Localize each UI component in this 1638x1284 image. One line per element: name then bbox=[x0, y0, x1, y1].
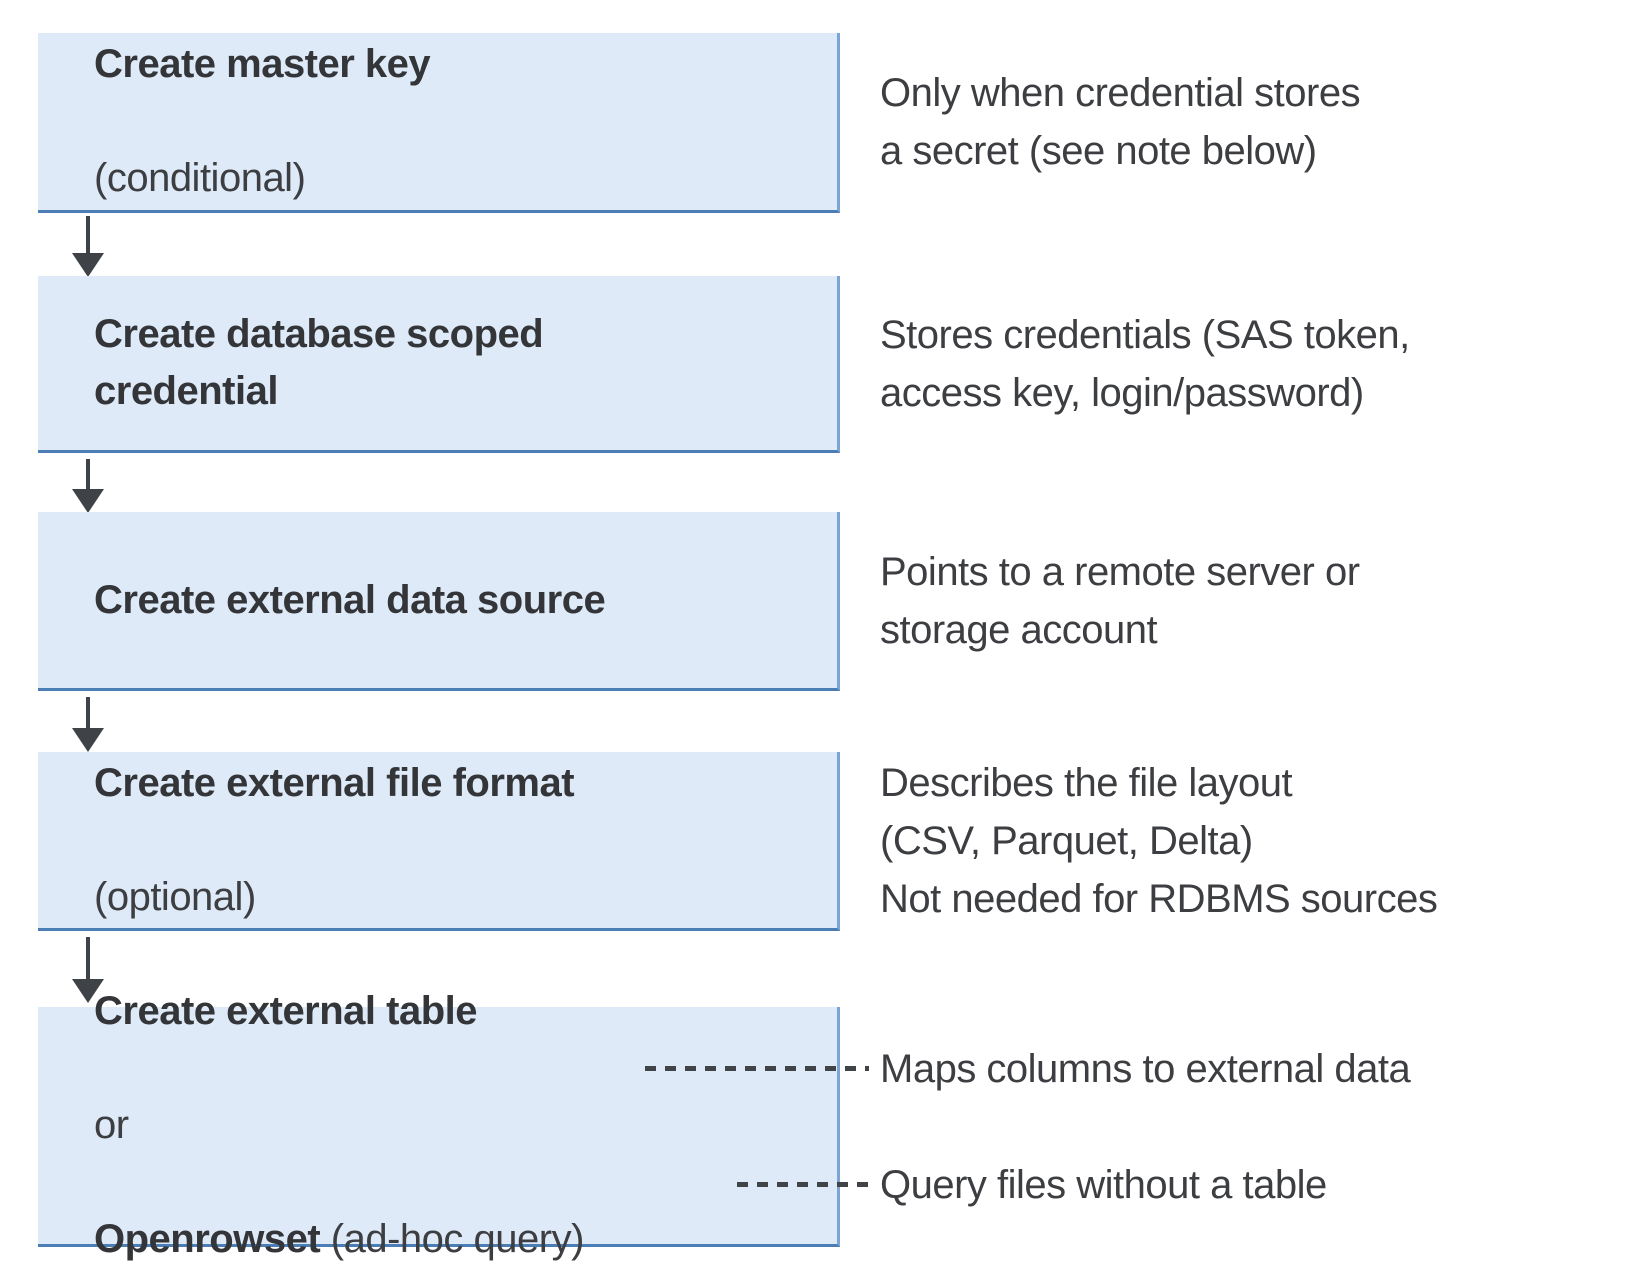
annotation-file-format: Describes the file layout (CSV, Parquet,… bbox=[880, 761, 1438, 921]
down-arrow-connector-4 bbox=[72, 937, 104, 1003]
down-arrow-connector-1 bbox=[72, 216, 104, 277]
box-title: Create master key bbox=[94, 42, 431, 86]
box-subtitle: (conditional) bbox=[94, 156, 306, 200]
annotation-credential: Stores credentials (SAS token, access ke… bbox=[880, 313, 1410, 415]
down-arrow-connector-3 bbox=[72, 697, 104, 752]
flow-box-text: Create external data source bbox=[38, 515, 606, 686]
annotation-openrowset: Query files without a table bbox=[880, 1163, 1327, 1207]
box-title: Create database scoped credential bbox=[94, 312, 544, 413]
flow-box-text: Create database scoped credential bbox=[38, 249, 544, 477]
flow-box-create-external-file-format: Create external file format (optional) bbox=[38, 752, 840, 931]
box-title: Create external data source bbox=[94, 577, 606, 622]
box-title-line2: or bbox=[94, 1103, 129, 1147]
down-arrow-connector-2 bbox=[72, 459, 104, 513]
box-title-line3-bold: Openrowset bbox=[94, 1217, 321, 1261]
flow-box-create-external-data-source: Create external data source bbox=[38, 512, 840, 691]
dashed-connector-openrowset bbox=[737, 1182, 869, 1187]
box-title-line1: Create external table bbox=[94, 989, 478, 1033]
flow-box-create-master-key: Create master key (conditional) bbox=[38, 33, 840, 213]
flow-box-create-external-table-or-openrowset: Create external table or Openrowset (ad-… bbox=[38, 989, 840, 1261]
dashed-connector-external-table bbox=[645, 1066, 869, 1071]
flow-box-create-database-scoped-credential: Create database scoped credential bbox=[38, 276, 840, 453]
flow-box-text: Create external table or Openrowset (ad-… bbox=[38, 926, 584, 1284]
annotation-external-table: Maps columns to external data bbox=[880, 1047, 1411, 1091]
annotation-master-key: Only when credential stores a secret (se… bbox=[880, 71, 1361, 173]
box-title-line3-regular: (ad-hoc query) bbox=[320, 1217, 585, 1261]
box-title-line3: Openrowset (ad-hoc query) bbox=[94, 1211, 584, 1268]
flow-box-text: Create external file format (optional) bbox=[38, 698, 575, 983]
annotation-data-source: Points to a remote server or storage acc… bbox=[880, 550, 1360, 652]
box-subtitle: (optional) bbox=[94, 874, 256, 919]
box-title: Create external file format bbox=[94, 760, 575, 805]
flow-box-text: Create master key (conditional) bbox=[38, 0, 431, 264]
